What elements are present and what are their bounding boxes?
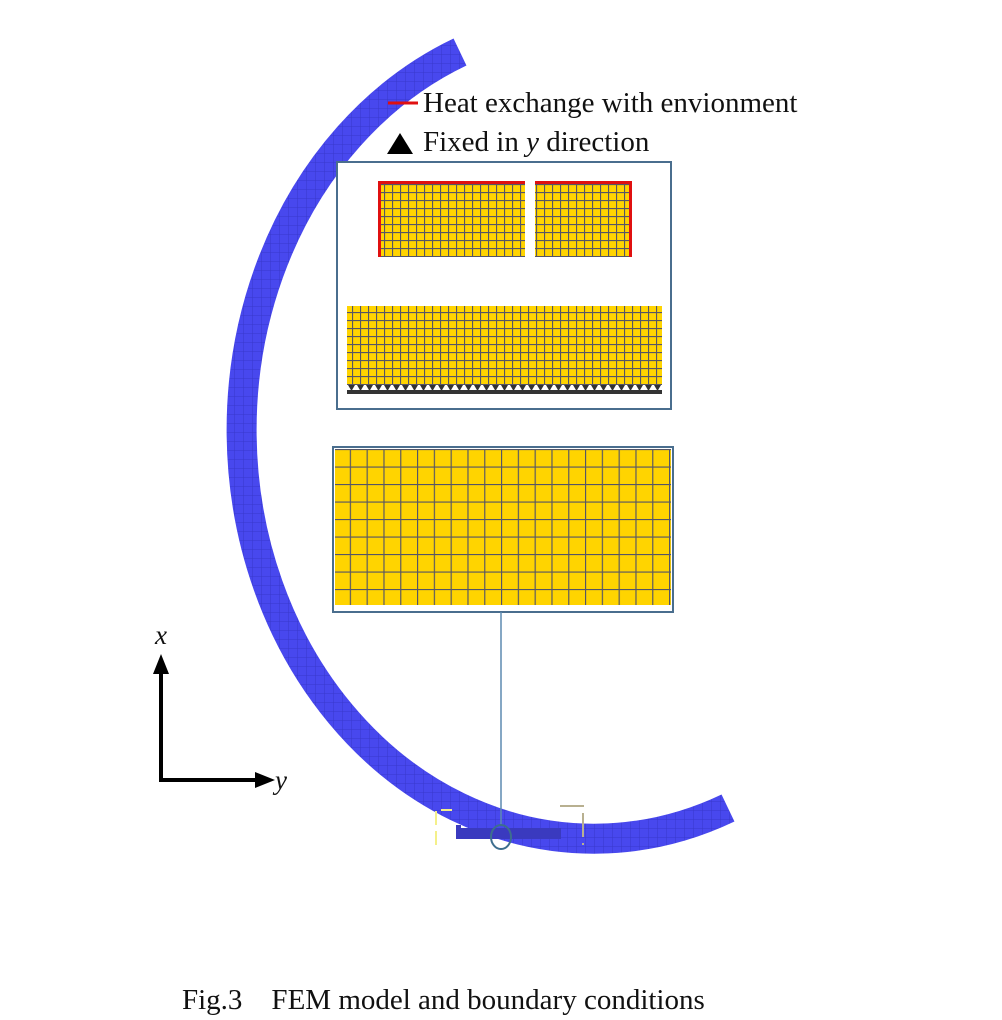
mesh-top-right: [535, 181, 632, 257]
legend-fixed: Fixed in y direction: [423, 127, 649, 157]
heat-boundary-right: [535, 181, 632, 257]
heat-boundary-left: [378, 181, 525, 257]
x-axis-label: x: [155, 620, 167, 650]
y-axis-label: y: [275, 765, 287, 795]
zoom-circle: [490, 824, 512, 850]
legend-fixed-prefix: Fixed in: [423, 126, 527, 158]
triangle-icon: [387, 133, 413, 154]
component: [456, 828, 561, 839]
x-axis-arrowhead-icon: [153, 654, 169, 674]
legend-heat-exchange: Heat exchange with envionment: [423, 87, 798, 119]
zoom-bracket: [435, 809, 452, 845]
legend-fixed-var: y: [526, 126, 539, 158]
zoom-bracket: [560, 805, 584, 845]
mesh-top-left: [378, 181, 525, 257]
mesh-substrate: [347, 306, 662, 385]
mesh-coarse: [335, 449, 671, 605]
fixed-support-row: [347, 385, 662, 394]
figure-caption: Fig.3 FEM model and boundary conditions: [182, 984, 705, 1016]
legend-fixed-suffix: direction: [539, 126, 650, 158]
component: [456, 825, 461, 830]
y-axis-arrowhead-icon: [255, 772, 275, 788]
